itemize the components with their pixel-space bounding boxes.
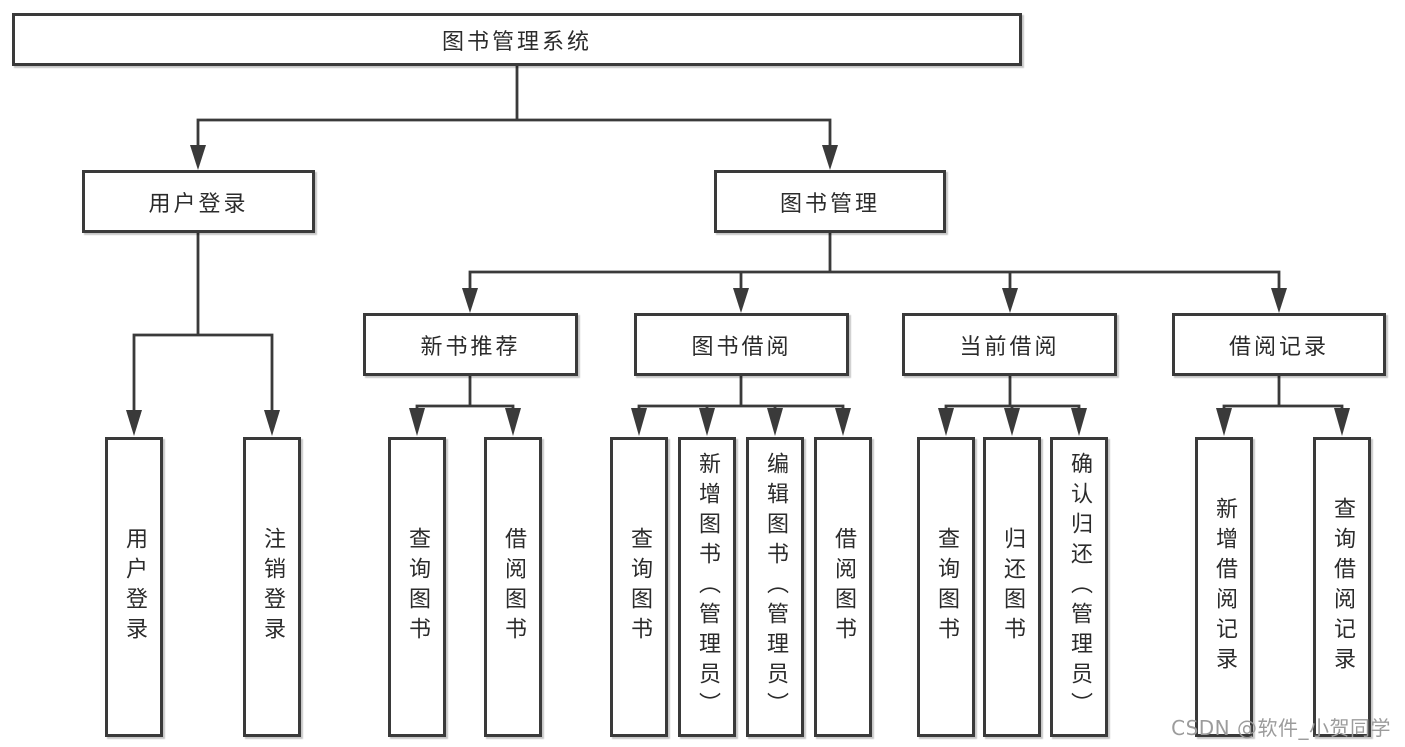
node-borrowing-records: 借阅记录 [1172,313,1386,376]
node-leaf-query-books-borrowing: 查询图书 [610,437,668,737]
node-label: 借阅图书 [501,527,526,647]
node-leaf-user-login: 用户登录 [105,437,163,737]
node-leaf-return-books: 归还图书 [983,437,1041,737]
node-user-login: 用户登录 [82,170,315,233]
node-leaf-borrow-books-recommend: 借阅图书 [484,437,542,737]
node-label: 查询图书 [405,527,430,647]
node-label: 查询图书 [934,527,959,647]
node-label: 注销登录 [260,527,285,647]
node-label: 查询图书 [627,527,652,647]
node-label: 图书管理系统 [441,29,592,55]
node-label: 当前借阅 [959,334,1060,360]
node-label: 新书推荐 [420,334,521,360]
node-label: 图书管理 [779,191,880,217]
node-label: 新增借阅记录 [1212,497,1237,677]
node-leaf-query-borrow-record: 查询借阅记录 [1313,437,1371,737]
node-leaf-add-borrow-record: 新增借阅记录 [1195,437,1253,737]
node-label: 用户登录 [122,527,147,647]
node-current-borrowing: 当前借阅 [902,313,1117,376]
watermark: CSDN @软件_小贺同学 [1171,716,1391,740]
connector-paths [132,64,1344,414]
node-label: 查询借阅记录 [1330,497,1355,677]
node-label: 新增图书（管理员） [695,452,720,722]
node-new-book-recommend: 新书推荐 [363,313,578,376]
node-book-management: 图书管理 [714,170,946,233]
node-leaf-confirm-return-admin: 确认归还（管理员） [1050,437,1108,737]
node-label: 编辑图书（管理员） [763,452,788,722]
node-leaf-edit-book-admin: 编辑图书（管理员） [746,437,804,737]
node-leaf-borrow-books: 借阅图书 [814,437,872,737]
node-label: 借阅记录 [1228,334,1329,360]
node-leaf-query-books-current: 查询图书 [917,437,975,737]
node-label: 归还图书 [1000,527,1025,647]
node-label: 图书借阅 [691,334,792,360]
node-leaf-query-books-recommend: 查询图书 [388,437,446,737]
node-leaf-logout: 注销登录 [243,437,301,737]
node-label: 用户登录 [148,191,249,217]
node-label: 确认归还（管理员） [1067,452,1092,722]
arrowheads [126,145,1350,436]
node-book-borrowing: 图书借阅 [634,313,849,376]
node-book-management-system: 图书管理系统 [12,13,1022,66]
node-leaf-add-book-admin: 新增图书（管理员） [678,437,736,737]
node-label: 借阅图书 [831,527,856,647]
